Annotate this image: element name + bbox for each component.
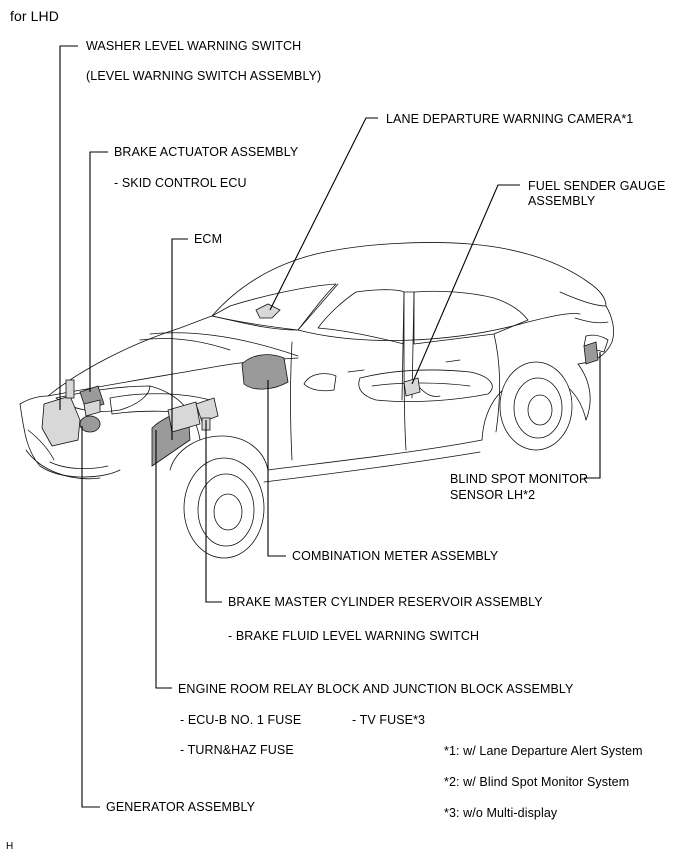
figure-code: H <box>6 841 14 852</box>
label-brake-master-cylinder-reservoir: BRAKE MASTER CYLINDER RESERVOIR ASSEMBLY <box>228 595 543 609</box>
diagram-title: for LHD <box>10 8 59 24</box>
label-blind-spot-sensor-lh: SENSOR LH*2 <box>450 488 536 502</box>
label-blind-spot-monitor: BLIND SPOT MONITOR <box>450 472 589 486</box>
note-1: *1: w/ Lane Departure Alert System <box>444 744 643 758</box>
washer-filler <box>65 379 75 399</box>
label-ecu-b-no1-fuse: - ECU-B NO. 1 FUSE <box>180 713 302 727</box>
label-combination-meter-assembly: COMBINATION METER ASSEMBLY <box>292 549 499 563</box>
note-2: *2: w/ Blind Spot Monitor System <box>444 775 630 789</box>
label-turn-haz-fuse: - TURN&HAZ FUSE <box>180 743 294 757</box>
washer-tank <box>41 395 81 447</box>
blind-spot-sensor <box>583 341 599 365</box>
lane-camera <box>255 303 281 319</box>
label-fuel-sender-gauge: FUEL SENDER GAUGE <box>528 179 666 193</box>
generator <box>79 415 101 433</box>
label-lane-departure-warning-camera: LANE DEPARTURE WARNING CAMERA*1 <box>386 112 634 126</box>
label-brake-actuator-assembly: BRAKE ACTUATOR ASSEMBLY <box>114 145 299 159</box>
car-illustration <box>19 242 614 559</box>
label-ecm: ECM <box>194 232 223 246</box>
leader-lines <box>59 45 601 808</box>
label-fuel-sender-assembly: ASSEMBLY <box>528 194 596 208</box>
label-engine-room-relay-block: ENGINE ROOM RELAY BLOCK AND JUNCTION BLO… <box>178 682 574 696</box>
label-level-warning-switch-assembly: (LEVEL WARNING SWITCH ASSEMBLY) <box>86 69 322 83</box>
label-brake-fluid-level-warning-switch: - BRAKE FLUID LEVEL WARNING SWITCH <box>228 629 480 643</box>
label-generator-assembly: GENERATOR ASSEMBLY <box>106 800 256 814</box>
combination-meter <box>241 354 289 390</box>
label-washer-level-warning-switch: WASHER LEVEL WARNING SWITCH <box>86 39 302 53</box>
component-shapes <box>41 303 599 467</box>
note-3: *3: w/o Multi-display <box>444 806 558 820</box>
label-tv-fuse: - TV FUSE*3 <box>352 713 426 727</box>
label-skid-control-ecu: - SKID CONTROL ECU <box>114 176 247 190</box>
fuel-sender <box>403 377 421 397</box>
brake-master <box>195 397 219 423</box>
relay-block <box>167 401 201 433</box>
